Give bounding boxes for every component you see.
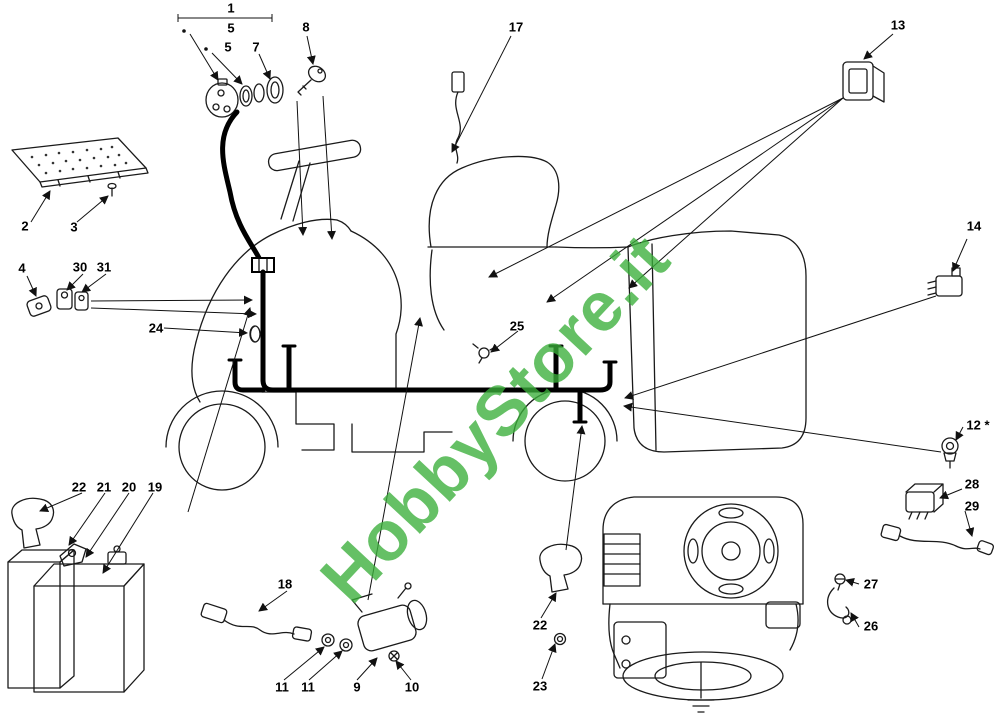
- battery-assembly: [7, 497, 145, 693]
- circuit-board: [11, 137, 149, 197]
- part-label-27: 27: [863, 576, 879, 592]
- part-label-4: 4: [18, 260, 26, 276]
- part-label-28: 28: [964, 476, 980, 492]
- part-label-14: 14: [966, 218, 982, 234]
- part-label-31: 31: [96, 259, 112, 275]
- part-label-10: 10: [404, 679, 420, 695]
- part-label-20: 20: [121, 479, 137, 495]
- small-parts: [26, 61, 995, 646]
- part-label-5-b: 5: [224, 39, 232, 55]
- engine-drawing: [602, 496, 804, 713]
- part-label-7: 7: [252, 39, 260, 55]
- part-label-29: 29: [964, 498, 980, 514]
- part-label-2: 2: [21, 218, 29, 234]
- part-label-9: 9: [353, 679, 361, 695]
- part-label-24: 24: [148, 320, 164, 336]
- part-label-21: 21: [96, 479, 112, 495]
- wiring-harness: [220, 109, 618, 424]
- part-label-8: 8: [302, 19, 310, 35]
- part-label-18: 18: [277, 576, 293, 592]
- part-label-26: 26: [863, 618, 879, 634]
- part-label-25: 25: [509, 318, 525, 334]
- cable-18: [200, 602, 313, 642]
- leader-lines: [26, 14, 975, 681]
- part-label-22-battery: 22: [71, 479, 87, 495]
- part-label-19: 19: [147, 479, 163, 495]
- part-label-11-a: 11: [275, 679, 289, 695]
- part-label-30: 30: [72, 259, 88, 275]
- part-label-5-a: 5: [227, 20, 235, 36]
- part-label-13: 13: [890, 17, 906, 33]
- starter-solenoid: [321, 582, 428, 662]
- part-label-11-b: 11: [301, 679, 315, 695]
- part-label-3: 3: [70, 219, 78, 235]
- part-label-23: 23: [532, 678, 548, 694]
- part-label-12: 12 *: [966, 417, 990, 433]
- ignition-switch-assembly: [205, 65, 327, 118]
- part-label-17: 17: [508, 19, 524, 35]
- part-label-1: 1: [227, 0, 235, 16]
- part-label-22-engine: 22: [532, 617, 548, 633]
